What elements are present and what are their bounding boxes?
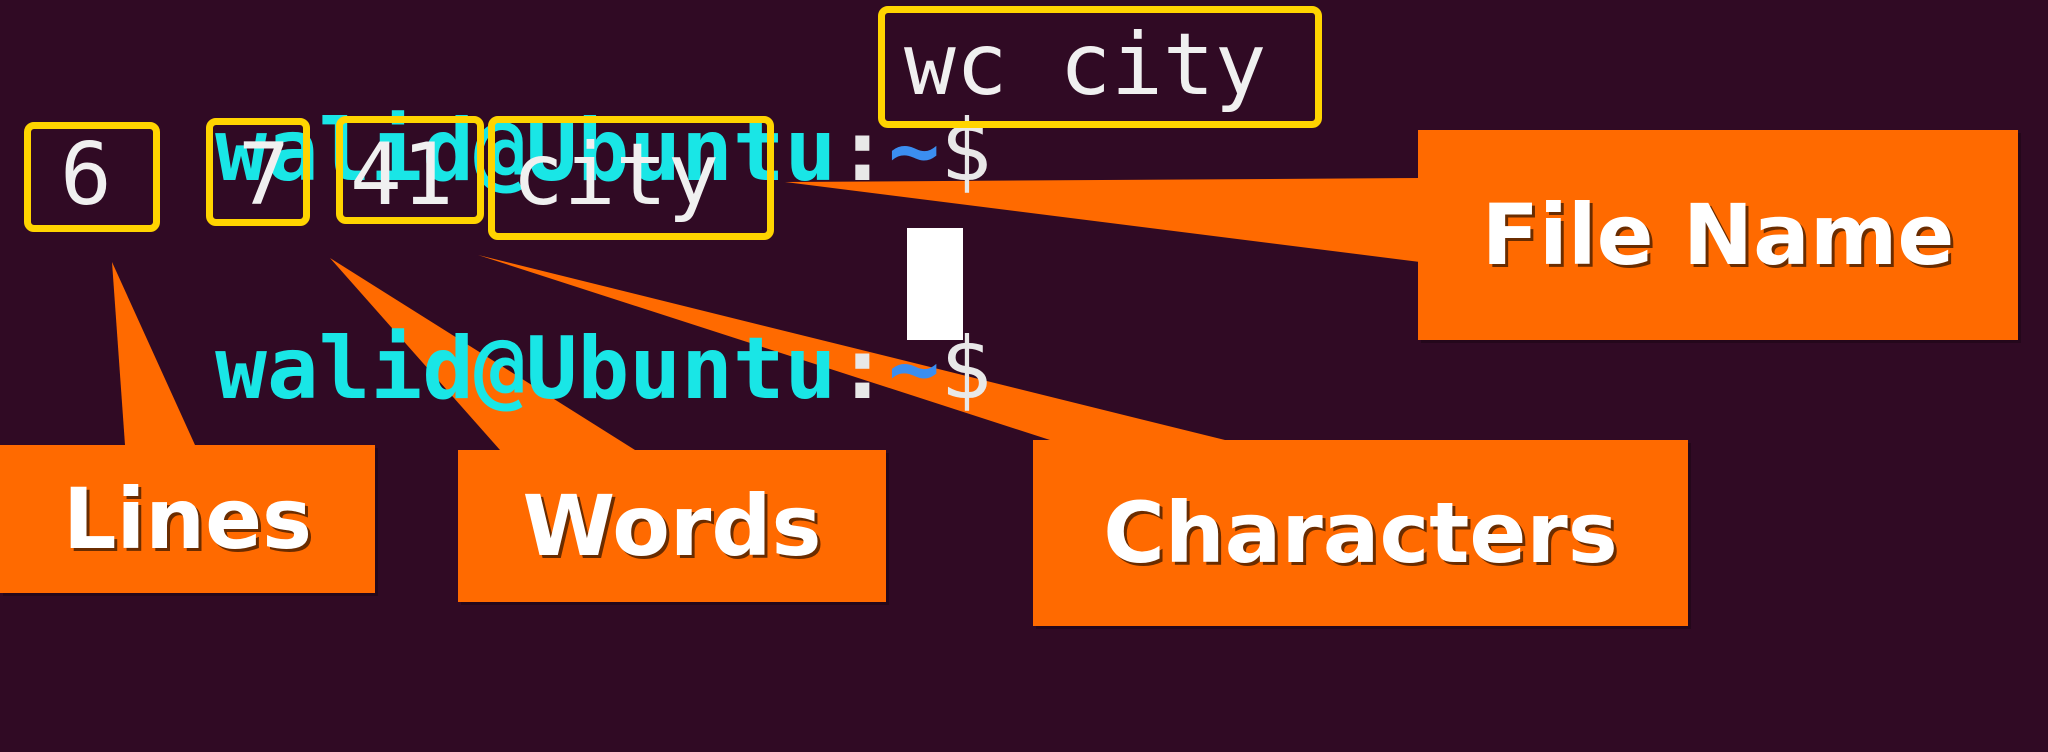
prompt-path: ~ — [888, 319, 940, 419]
pointer-words — [330, 258, 635, 450]
output-filename: city — [512, 125, 720, 225]
pointer-characters — [478, 255, 1225, 440]
highlight-command — [878, 6, 1322, 128]
callout-file-name: File Name — [1418, 130, 2018, 340]
prompt-user-host: walid@Ubuntu — [215, 319, 837, 419]
highlight-filename — [488, 116, 774, 240]
callout-characters: Characters — [1033, 440, 1688, 626]
command-text: wc city — [904, 15, 1267, 115]
prompt-symbol: $ — [940, 319, 992, 419]
callout-lines: Lines — [0, 445, 375, 593]
pointer-file-name — [785, 178, 1420, 262]
output-lines-count: 6 — [60, 125, 112, 225]
terminal-cursor[interactable] — [907, 228, 963, 340]
highlight-characters — [336, 116, 484, 224]
output-words-count: 7 — [238, 125, 290, 225]
prompt-colon: : — [836, 319, 889, 419]
highlight-words — [206, 118, 310, 226]
callout-words: Words — [458, 450, 886, 602]
output-characters-count: 41 — [350, 125, 454, 225]
pointer-lines — [112, 262, 195, 445]
prompt-line-2: walid@Ubuntu:~$ — [8, 240, 992, 498]
highlight-lines — [24, 122, 160, 232]
